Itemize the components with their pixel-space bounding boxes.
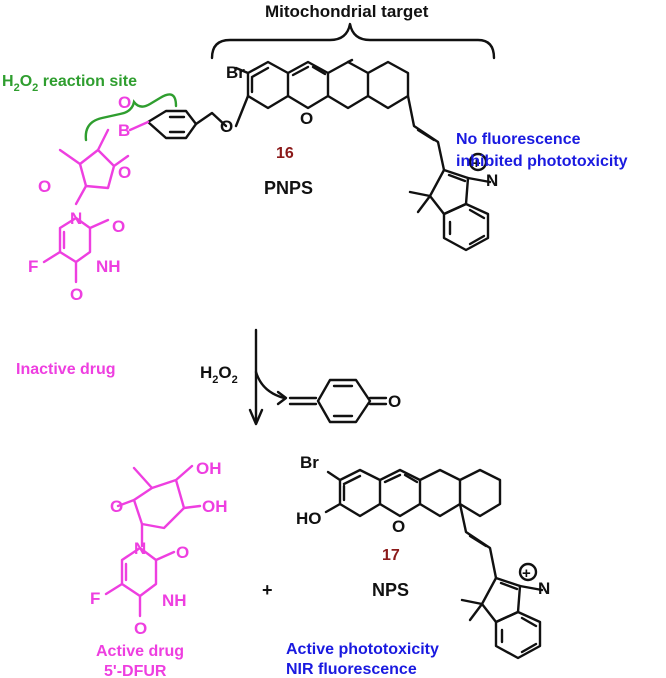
pnps-uracil-o4: O	[70, 285, 83, 304]
nps-ho: HO	[296, 509, 322, 528]
dfur-structure	[104, 464, 202, 618]
pnps-ring-o: O	[300, 109, 313, 128]
dfur-uracil-o4: O	[134, 619, 147, 638]
pnps-uracil-n1: N	[70, 209, 82, 228]
plus-sign: +	[262, 580, 273, 600]
nir-fluorescence-label: NIR fluorescence	[286, 661, 417, 678]
pnps-uracil-f: F	[28, 257, 38, 276]
reaction-arrow	[248, 328, 288, 426]
nps-br: Br	[300, 453, 319, 472]
pnps-sugar-o: O	[38, 177, 51, 196]
dfur-uracil-o2: O	[176, 543, 189, 562]
pnps-structure	[42, 58, 492, 284]
quinone-methide	[288, 378, 388, 424]
dfur-oh-1: OH	[196, 459, 222, 478]
dfur-uracil-f: F	[90, 589, 100, 608]
nps-ring-o: O	[392, 517, 405, 536]
compound-16-label: 16	[276, 145, 294, 162]
nps-charge-circle	[518, 562, 538, 582]
nps-charge: +	[522, 565, 531, 582]
pnps-boronate-o1: O	[118, 93, 131, 112]
no-fluorescence-label: No fluorescence	[456, 131, 581, 148]
pnps-label: PNPS	[264, 178, 313, 198]
nps-n: N	[538, 579, 550, 598]
reagent-label: H2O2	[200, 363, 238, 386]
pnps-n: N	[486, 171, 498, 190]
reaction-site-label: H2O2 reaction site	[2, 73, 137, 94]
active-drug-label: Active drug	[96, 643, 184, 660]
mito-target-bracket	[210, 22, 496, 60]
mito-target-label: Mitochondrial target	[265, 2, 429, 21]
pnps-boron: B	[118, 121, 130, 140]
pnps-charge-circle	[468, 152, 488, 172]
pnps-uracil-o2: O	[112, 217, 125, 236]
dfur-uracil-nh: NH	[162, 591, 187, 610]
active-phototoxicity-label: Active phototoxicity	[286, 641, 439, 658]
dfur-oh-2: OH	[202, 497, 228, 516]
dfur-sugar-o: O	[110, 497, 123, 516]
pnps-br: Br	[226, 63, 245, 82]
compound-17-label: 17	[382, 547, 400, 564]
pnps-charge: +	[472, 155, 481, 172]
dfur-uracil-n1: N	[134, 539, 146, 558]
pnps-uracil-nh: NH	[96, 257, 121, 276]
nps-structure	[324, 468, 544, 660]
pnps-ether-o: O	[220, 117, 233, 136]
inhibited-phototoxicity-label: inhibited phototoxicity	[456, 153, 628, 170]
dfur-label: 5'-DFUR	[104, 663, 167, 678]
inactive-drug-label: Inactive drug	[16, 361, 116, 378]
reaction-site-bracket	[84, 93, 178, 142]
quinone-o: O	[388, 392, 401, 411]
nps-label: NPS	[372, 580, 409, 600]
pnps-boronate-o2: O	[118, 163, 131, 182]
